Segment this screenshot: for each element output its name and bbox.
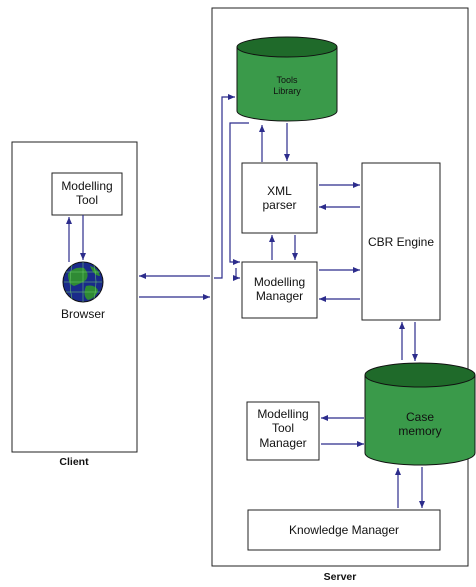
- modelling-manager-label-line2: Manager: [255, 289, 304, 304]
- connector-arrows: [66, 94, 425, 508]
- tools-library-label: Tools Library: [257, 75, 317, 97]
- modelling-tool-label-line2: Tool: [75, 193, 98, 208]
- browser-label: Browser: [60, 307, 105, 321]
- case-memory-label-line2: memory: [398, 424, 442, 439]
- server-label: Server: [323, 571, 357, 583]
- tools-library-cylinder: [236, 36, 338, 122]
- modelling-tool-manager-label-line3: Manager: [259, 435, 307, 450]
- xml-parser-label-line2: parser: [262, 198, 297, 213]
- case-memory-label-line1: Case: [405, 410, 434, 424]
- case-memory-cylinder: [364, 362, 476, 466]
- globe-icon: [62, 261, 104, 303]
- knowledge-manager-box: [247, 509, 441, 551]
- modelling-tool-manager-label-line2: Tool: [271, 421, 294, 436]
- modelling-tool-label: Modelling Tool: [52, 179, 122, 208]
- modelling-tool-manager-label-line1: Modelling: [257, 407, 309, 421]
- modelling-tool-manager-label: Modelling Tool Manager: [247, 407, 319, 450]
- xml-parser-box: [241, 162, 318, 234]
- modelling-tool-label-line1: Modelling: [61, 179, 113, 193]
- tools-library-label-line1: Tools: [276, 75, 298, 85]
- xml-parser-label-line1: XML: [267, 184, 292, 198]
- modelling-manager-box: [241, 261, 318, 319]
- modelling-manager-label-line1: Modelling: [253, 275, 306, 289]
- modelling-tool-manager-box: [246, 401, 320, 461]
- modelling-manager-label: Modelling Manager: [242, 275, 317, 304]
- cbr-engine-box: [361, 162, 441, 321]
- client-label: Client: [59, 456, 89, 468]
- knowledge-manager-label: Knowledge Manager: [288, 523, 400, 537]
- tools-library-label-line2: Library: [273, 85, 301, 96]
- case-memory-label: Case memory: [375, 410, 465, 439]
- cbr-engine-label: CBR Engine: [367, 235, 435, 249]
- xml-parser-label: XML parser: [242, 184, 317, 213]
- modelling-tool-box: [51, 172, 123, 216]
